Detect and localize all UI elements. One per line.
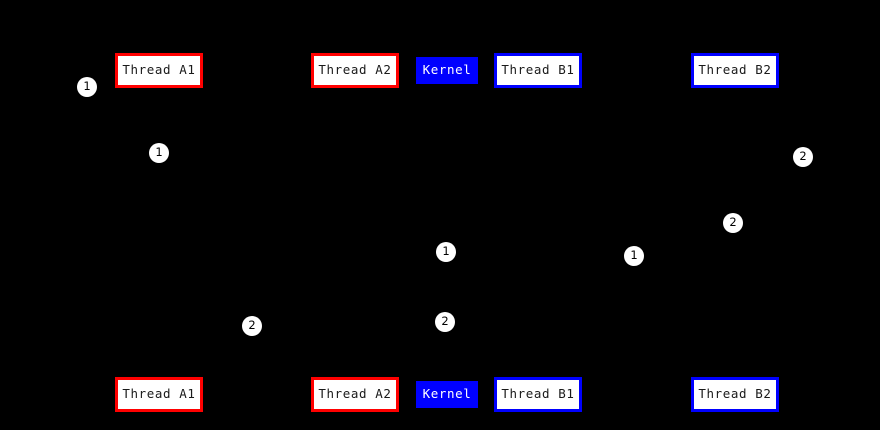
step-badge-1: 1 (624, 246, 644, 266)
step-badge-2: 2 (242, 316, 262, 336)
message-arrow (355, 326, 447, 327)
participant-label: Thread B1 (501, 62, 575, 78)
participant-label: Thread B2 (698, 386, 772, 402)
step-badge-1: 1 (77, 77, 97, 97)
participant-bottom-thread-b2[interactable]: Thread B2 (691, 377, 779, 412)
participant-top-thread-a1[interactable]: Thread A1 (115, 53, 203, 88)
step-badge-2: 2 (435, 312, 455, 332)
participant-label: Thread A2 (318, 386, 392, 402)
participant-label: Thread A1 (122, 62, 196, 78)
participant-label: Thread B2 (698, 62, 772, 78)
lifeline-thread-b1 (538, 88, 539, 377)
lifeline-thread-a1 (159, 88, 160, 377)
message-arrow (735, 157, 803, 158)
participant-top-thread-a2[interactable]: Thread A2 (311, 53, 399, 88)
participant-bottom-thread-a2[interactable]: Thread A2 (311, 377, 399, 412)
participant-top-thread-b2[interactable]: Thread B2 (691, 53, 779, 88)
step-badge-2: 2 (723, 213, 743, 233)
step-badge-1: 1 (436, 242, 456, 262)
participant-top-kernel[interactable]: Kernel (416, 57, 478, 84)
participant-label: Kernel (422, 386, 472, 402)
participant-bottom-kernel[interactable]: Kernel (416, 381, 478, 408)
message-arrow (447, 252, 538, 253)
participant-label: Thread A1 (122, 386, 196, 402)
participant-bottom-thread-a1[interactable]: Thread A1 (115, 377, 203, 412)
participant-top-thread-b1[interactable]: Thread B1 (494, 53, 582, 88)
participant-label: Kernel (422, 62, 472, 78)
step-badge-1: 1 (149, 143, 169, 163)
message-arrow (159, 153, 355, 154)
message-arrow (538, 223, 735, 224)
message-arrow (538, 256, 634, 257)
lifeline-kernel (447, 84, 448, 381)
lifeline-thread-a2 (355, 88, 356, 377)
participant-bottom-thread-b1[interactable]: Thread B1 (494, 377, 582, 412)
participant-label: Thread A2 (318, 62, 392, 78)
step-badge-2: 2 (793, 147, 813, 167)
participant-label: Thread B1 (501, 386, 575, 402)
